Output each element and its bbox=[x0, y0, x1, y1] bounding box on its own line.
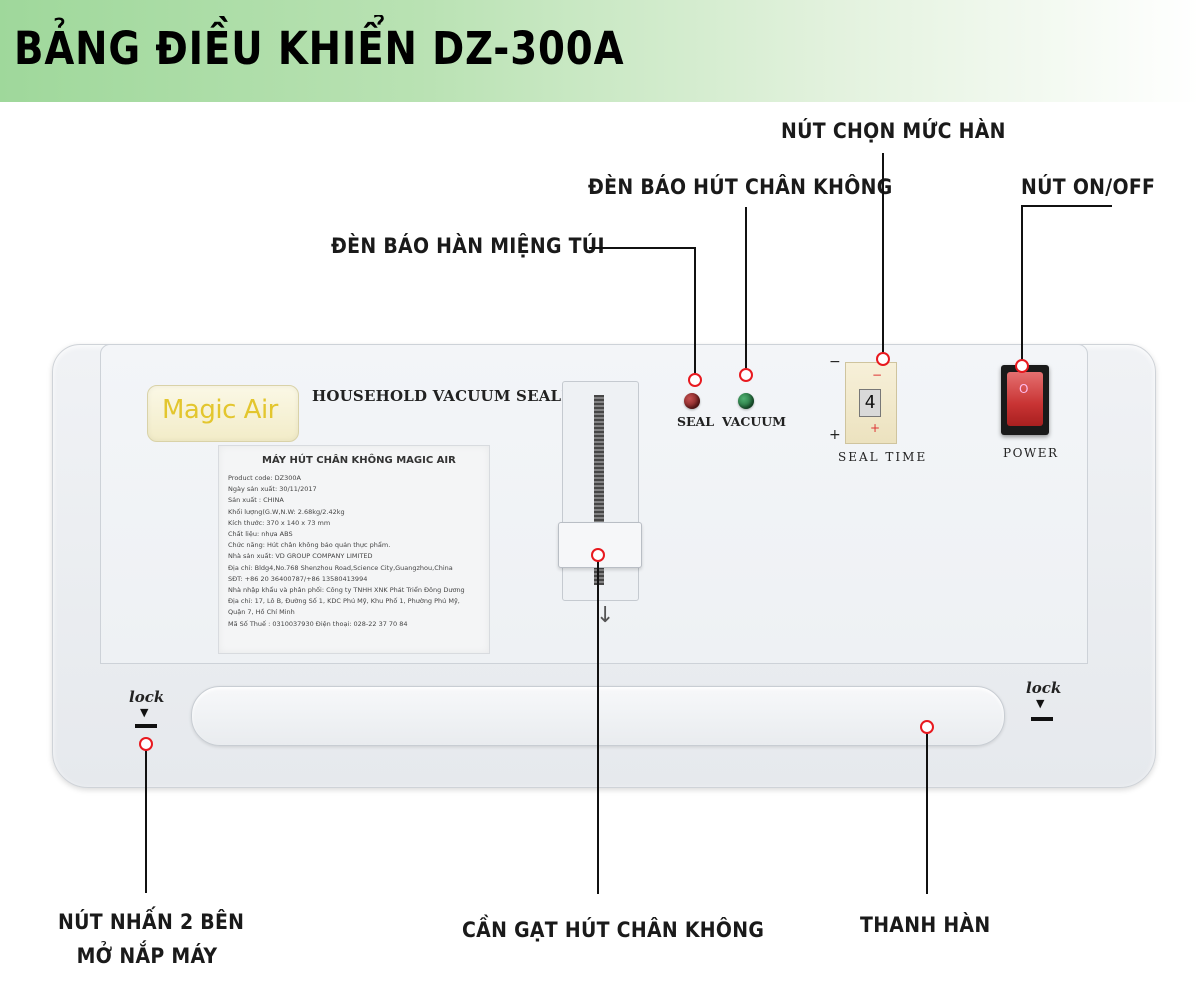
sticker-line: Khối lượng(G.W,N.W: 2.68kg/2.42kg bbox=[228, 507, 345, 516]
callout-vacuum-lever: CẦN GẠT HÚT CHÂN KHÔNG bbox=[462, 918, 765, 942]
callout-vacuum-indicator: ĐÈN BÁO HÚT CHÂN KHÔNG bbox=[588, 175, 893, 199]
sticker-line: Nhà nhập khẩu và phân phối: Công ty TNHH… bbox=[228, 586, 465, 594]
callout-seal-bar: THANH HÀN bbox=[860, 913, 991, 937]
callout-seal-indicator: ĐÈN BÁO HÀN MIỆNG TÚI bbox=[331, 234, 605, 258]
lock-left-button[interactable] bbox=[135, 724, 157, 728]
sticker-line: Product code: DZ300A bbox=[228, 474, 301, 482]
sticker-line: Chức năng: Hút chân không bảo quản thực … bbox=[228, 541, 391, 550]
vacuum-led-label: VACUUM bbox=[722, 414, 787, 429]
vacuum-indicator-led bbox=[738, 393, 754, 409]
marker-side-lock bbox=[139, 737, 153, 751]
dial-plus-inner: + bbox=[870, 421, 881, 435]
brand-logo: Magic Air bbox=[162, 395, 278, 425]
lock-right-button[interactable] bbox=[1031, 717, 1053, 721]
vacuum-lever-track bbox=[594, 395, 604, 585]
seal-indicator-led bbox=[684, 393, 700, 409]
marker-vacuum-lever bbox=[591, 548, 605, 562]
marker-power-switch bbox=[1015, 359, 1029, 373]
leader-line-seal-level-v bbox=[882, 153, 884, 359]
brand-badge bbox=[147, 385, 299, 442]
callout-side-lock-line2: MỞ NẮP MÁY bbox=[76, 944, 218, 968]
lock-right-label: lock bbox=[1026, 679, 1062, 697]
sticker-line: SĐT: +86 20 36400787/+86 13580413994 bbox=[228, 574, 368, 583]
down-arrow-icon: ↓ bbox=[596, 603, 615, 628]
dial-minus-inner: − bbox=[872, 368, 883, 382]
model-title: HOUSEHOLD VACUUM SEALER bbox=[312, 387, 586, 405]
lock-right-arrow-icon: ▼ bbox=[1036, 697, 1045, 710]
lock-left-arrow-icon: ▼ bbox=[140, 706, 149, 719]
sticker-line: Mã Số Thuế : 0310037930 Điện thoại: 028-… bbox=[228, 619, 408, 628]
leader-line-side-lock-v bbox=[145, 745, 147, 893]
page-title: BẢNG ĐIỀU KHIỂN DZ-300A bbox=[14, 22, 625, 75]
dial-minus-outer: − bbox=[829, 354, 841, 370]
callout-seal-level-button: NÚT CHỌN MỨC HÀN bbox=[781, 119, 1006, 143]
sticker-line: Kích thước: 370 x 140 x 73 mm bbox=[228, 518, 331, 527]
marker-seal-led bbox=[688, 373, 702, 387]
sticker-line: Chất liệu: nhựa ABS bbox=[228, 530, 293, 538]
callout-side-lock-line1: NÚT NHẤN 2 BÊN bbox=[58, 910, 245, 934]
dial-plus-outer: + bbox=[829, 427, 841, 443]
sticker-line: Địa chỉ: 17, Lô B, Đường Số 1, KDC Phú M… bbox=[228, 597, 460, 606]
sticker-line: Địa chỉ: Bldg4,No.768 Shenzhou Road,Scie… bbox=[228, 563, 453, 572]
leader-line-seal-h bbox=[589, 247, 696, 249]
power-symbol: O bbox=[1019, 382, 1029, 396]
marker-vacuum-led bbox=[739, 368, 753, 382]
sticker-line: Sản xuất : CHINA bbox=[228, 496, 284, 505]
leader-line-vacuum-v bbox=[745, 207, 747, 375]
leader-line-power-h bbox=[1021, 205, 1112, 207]
leader-line-seal-bar-v bbox=[926, 727, 928, 894]
seal-time-label: SEAL TIME bbox=[838, 450, 928, 464]
power-label: POWER bbox=[1003, 446, 1059, 460]
header-band bbox=[0, 0, 1200, 102]
seal-time-value: 4 bbox=[859, 389, 881, 417]
info-sticker bbox=[218, 445, 490, 654]
lock-left-label: lock bbox=[129, 688, 165, 706]
sticker-line: Ngày sản xuất: 30/11/2017 bbox=[228, 485, 317, 494]
seal-led-label: SEAL bbox=[677, 414, 715, 429]
power-switch[interactable] bbox=[1007, 372, 1043, 426]
sticker-line: Nhà sản xuất: VD GROUP COMPANY LIMITED bbox=[228, 552, 373, 561]
sticker-line: Quận 7, Hồ Chí Minh bbox=[228, 608, 295, 617]
leader-line-lever-v bbox=[597, 557, 599, 894]
marker-seal-time-dial bbox=[876, 352, 890, 366]
leader-line-seal-v bbox=[694, 247, 696, 380]
callout-on-off-button: NÚT ON/OFF bbox=[1021, 175, 1156, 199]
leader-line-power-v bbox=[1021, 205, 1023, 365]
marker-seal-bar bbox=[920, 720, 934, 734]
sticker-title: MÁY HÚT CHÂN KHÔNG MAGIC AIR bbox=[262, 455, 456, 466]
